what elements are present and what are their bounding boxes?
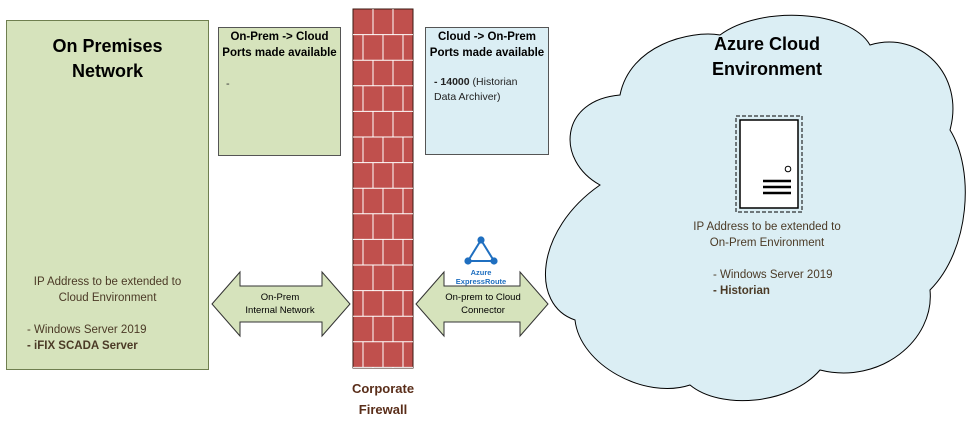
expressroute-name: Azure ExpressRoute: [452, 268, 510, 286]
inbound-port-number: - 14000: [434, 76, 470, 88]
azure-cloud-role: - Historian: [713, 285, 770, 297]
outbound-ports-box: [218, 27, 341, 156]
inbound-ports-box: [425, 27, 549, 155]
azure-cloud-ip-note: IP Address to be extended to On-Prem Env…: [672, 219, 862, 251]
azure-cloud-title-line2: Environment: [711, 59, 822, 79]
inbound-ports-title-line1: Cloud -> On-Prem: [437, 31, 537, 43]
firewall-label: Corporate Firewall: [330, 378, 436, 420]
internal-network-arrow: [211, 270, 351, 338]
server-icon: [735, 115, 803, 213]
on-premises-title: On Premises Network: [6, 34, 209, 84]
expressroute-name-line1: Azure: [470, 268, 492, 277]
expressroute-label: On-prem to Cloud Connector: [432, 291, 534, 317]
internal-network-label: On-Prem Internal Network: [232, 291, 328, 317]
on-premises-title-line1: On Premises: [52, 36, 163, 56]
azure-cloud-ip-line2: On-Prem Environment: [709, 237, 825, 249]
azure-expressroute-icon: [464, 236, 498, 265]
expressroute-arrow: [415, 270, 549, 338]
on-premises-network-panel: [6, 20, 209, 370]
firewall-label-line1: Corporate: [351, 381, 415, 396]
azure-cloud-title: Azure Cloud Environment: [672, 32, 862, 82]
outbound-ports-item: -: [226, 78, 230, 90]
azure-cloud-ip-line1: IP Address to be extended to: [693, 221, 841, 233]
outbound-ports-title-line1: On-Prem -> Cloud: [230, 31, 329, 43]
inbound-ports-title-line2: Ports made available: [429, 47, 545, 59]
firewall-wall: [352, 8, 414, 369]
on-premises-os: - Windows Server 2019: [27, 324, 147, 336]
azure-cloud-title-line1: Azure Cloud: [714, 34, 820, 54]
on-premises-ip-line1: IP Address to be extended to: [33, 276, 182, 288]
inbound-port-desc2: Data Archiver): [434, 91, 501, 103]
internal-network-label-line1: On-Prem: [260, 292, 300, 303]
firewall-label-line2: Firewall: [358, 402, 408, 417]
inbound-ports-item: - 14000 (Historian Data Archiver): [434, 75, 517, 105]
on-premises-title-line2: Network: [71, 61, 143, 81]
expressroute-name-line2: ExpressRoute: [455, 277, 507, 286]
internal-network-label-line2: Internal Network: [245, 305, 315, 316]
on-premises-role: - iFIX SCADA Server: [27, 340, 138, 352]
on-premises-ip-note: IP Address to be extended to Cloud Envir…: [6, 274, 209, 306]
inbound-ports-title: Cloud -> On-Prem Ports made available: [425, 29, 549, 61]
outbound-ports-title-line2: Ports made available: [222, 47, 337, 59]
azure-cloud-os: - Windows Server 2019: [713, 269, 833, 281]
expressroute-label-line2: Connector: [461, 305, 505, 316]
expressroute-label-line1: On-prem to Cloud: [445, 292, 521, 303]
outbound-ports-title: On-Prem -> Cloud Ports made available: [218, 29, 341, 61]
inbound-port-desc1: (Historian: [469, 76, 518, 88]
on-premises-ip-line2: Cloud Environment: [58, 292, 157, 304]
